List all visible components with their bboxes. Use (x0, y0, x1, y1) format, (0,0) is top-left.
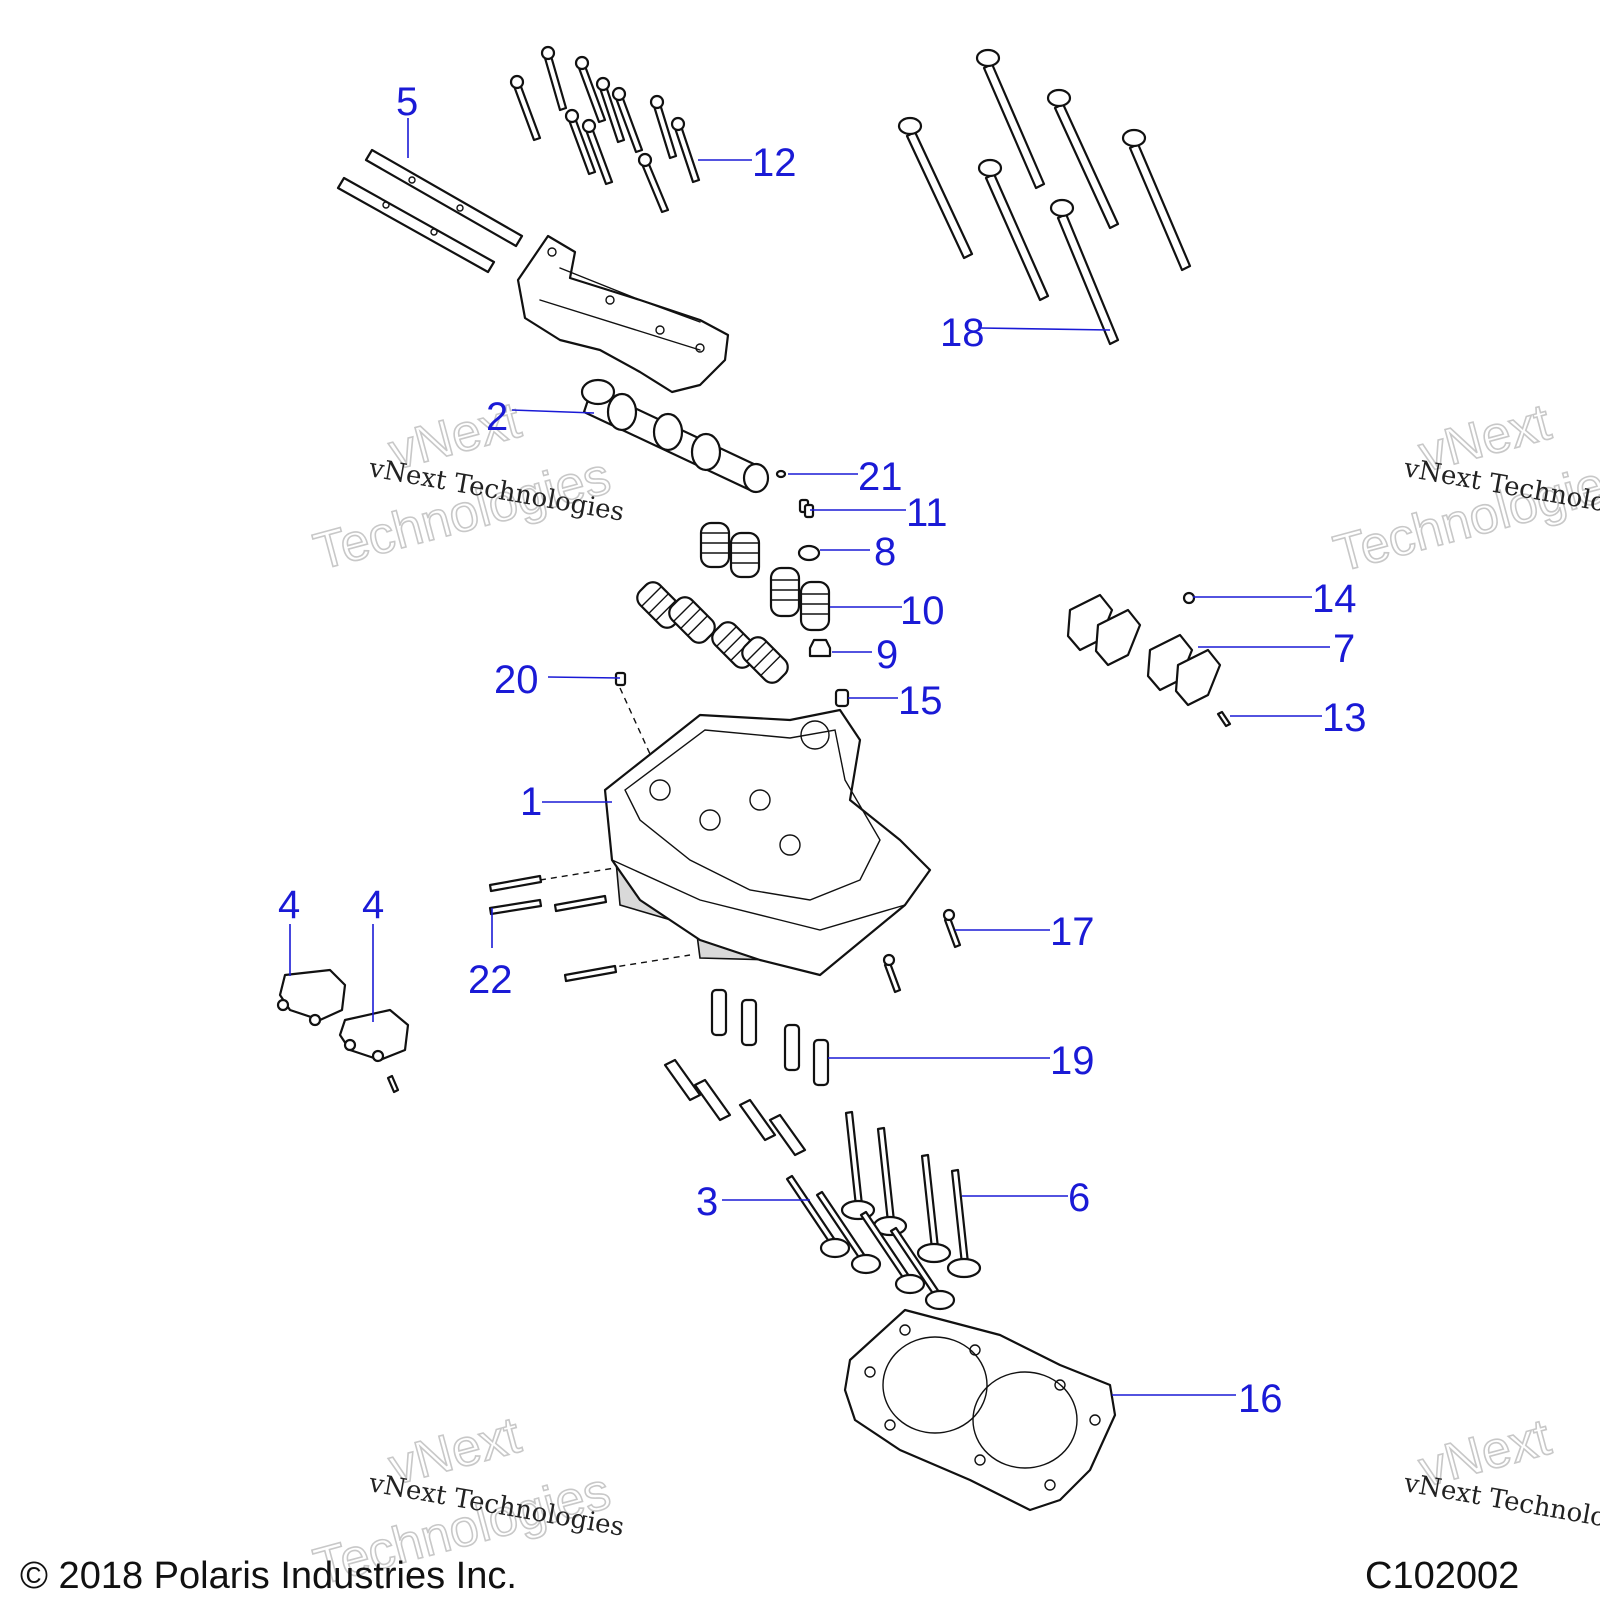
part-guide-pins (488, 874, 618, 983)
part-head-gasket (843, 1308, 1117, 1512)
callout-20: 20 (494, 658, 539, 702)
part-rocker-arms (1066, 593, 1222, 707)
watermark-bottom-right: vNext vNext Technologies (1401, 1407, 1600, 1543)
callout-11: 11 (906, 491, 948, 535)
callout-6: 6 (1068, 1176, 1090, 1220)
watermark-top-right: vNext Technologies vNext Technologies (1327, 392, 1600, 584)
part-dowel-small (614, 671, 627, 687)
part-cam-carrier (516, 234, 730, 394)
copyright-text: © 2018 Polaris Industries Inc. (20, 1555, 517, 1597)
callout-10: 10 (900, 589, 945, 633)
callout-5: 5 (396, 80, 418, 124)
callout-3: 3 (696, 1180, 718, 1224)
callout-18: 18 (940, 311, 985, 355)
callout-9: 9 (876, 633, 898, 677)
part-valve-seal (808, 638, 832, 658)
callout-2: 2 (486, 395, 508, 439)
part-small-bolts (509, 45, 701, 214)
part-valves (785, 1110, 982, 1311)
callouts: 1 2 3 4 4 5 6 7 8 9 10 11 12 13 14 15 16… (278, 80, 1367, 1421)
callout-7: 7 (1333, 627, 1355, 671)
callout-22: 22 (468, 958, 513, 1002)
callout-13: 13 (1322, 696, 1367, 740)
callout-1: 1 (520, 780, 542, 824)
part-spring-retainer (797, 544, 821, 562)
part-dowel (834, 688, 850, 708)
part-camshaft (580, 378, 770, 494)
callout-15: 15 (898, 679, 943, 723)
part-valve-springs (636, 521, 831, 684)
callout-16: 16 (1238, 1377, 1283, 1421)
watermark-small: vNext Technologies (1401, 1468, 1600, 1543)
part-head-bolts (897, 48, 1192, 346)
callout-21: 21 (858, 455, 903, 499)
callout-17: 17 (1050, 910, 1095, 954)
part-rocker-supports (276, 968, 410, 1094)
watermark-top-left: vNext Technologies vNext Technologies (307, 390, 626, 582)
leader-lines (289, 118, 1330, 1396)
part-nut (1182, 591, 1196, 605)
part-cylinder-head (603, 708, 932, 977)
part-head-side-bolts (882, 908, 962, 994)
part-small-pin (775, 469, 787, 479)
callout-8: 8 (874, 530, 896, 574)
callout-4b: 4 (362, 883, 384, 927)
callout-14: 14 (1312, 577, 1357, 621)
part-adjuster-screw (1216, 710, 1232, 728)
diagram-code: C102002 (1365, 1555, 1519, 1597)
part-valve-keepers (798, 498, 815, 519)
part-rocker-shafts (336, 148, 524, 274)
callout-4a: 4 (278, 883, 300, 927)
part-valve-guides (663, 988, 830, 1157)
callout-19: 19 (1050, 1039, 1095, 1083)
callout-12: 12 (752, 141, 797, 185)
